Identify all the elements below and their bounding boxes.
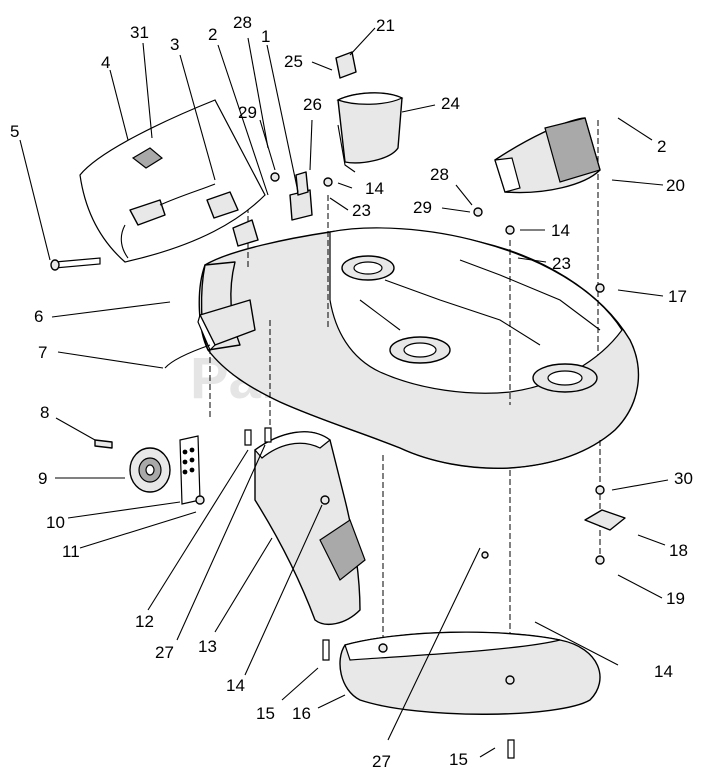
callout-23: 23 bbox=[352, 201, 371, 220]
deck-brackets bbox=[270, 171, 333, 221]
callout-17: 17 bbox=[668, 287, 687, 306]
callout-14: 14 bbox=[654, 662, 673, 681]
callout-30: 30 bbox=[674, 469, 693, 488]
callout-28: 28 bbox=[233, 13, 252, 32]
callout-29: 29 bbox=[413, 198, 432, 217]
callout-2: 2 bbox=[208, 25, 217, 44]
callout-9: 9 bbox=[38, 469, 47, 488]
right-fasteners bbox=[473, 207, 626, 565]
callout-14: 14 bbox=[365, 179, 384, 198]
lower-baffle bbox=[339, 551, 601, 715]
callout-15: 15 bbox=[256, 704, 275, 723]
leader-lines bbox=[19, 27, 669, 758]
side-discharge-chute bbox=[254, 431, 366, 626]
hex-bolts bbox=[244, 427, 515, 759]
callout-16: 16 bbox=[292, 704, 311, 723]
callout-28: 28 bbox=[430, 165, 449, 184]
callout-6: 6 bbox=[34, 307, 43, 326]
callout-5: 5 bbox=[10, 122, 19, 141]
callout-20: 20 bbox=[666, 176, 685, 195]
callout-23: 23 bbox=[552, 254, 571, 273]
callout-13: 13 bbox=[198, 637, 217, 656]
callout-14: 14 bbox=[551, 221, 570, 240]
callout-15: 15 bbox=[449, 750, 468, 769]
callout-31: 31 bbox=[130, 23, 149, 42]
callout-27: 27 bbox=[155, 643, 174, 662]
callout-12: 12 bbox=[135, 612, 154, 631]
deflector-shield bbox=[79, 99, 266, 263]
callout-14: 14 bbox=[226, 676, 245, 695]
callout-26: 26 bbox=[303, 95, 322, 114]
callout-8: 8 bbox=[40, 403, 49, 422]
height-adjust-bracket bbox=[164, 299, 256, 369]
callout-10: 10 bbox=[46, 513, 65, 532]
callout-21: 21 bbox=[376, 16, 395, 35]
callout-4: 4 bbox=[101, 53, 110, 72]
callout-7: 7 bbox=[38, 343, 47, 362]
callout-25: 25 bbox=[284, 52, 303, 71]
gauge-wheel-assembly bbox=[94, 435, 205, 505]
callout-18: 18 bbox=[669, 541, 688, 560]
callout-27: 27 bbox=[372, 752, 391, 771]
callout-29: 29 bbox=[238, 103, 257, 122]
callout-1: 1 bbox=[261, 27, 270, 46]
callout-2: 2 bbox=[657, 137, 666, 156]
callout-3: 3 bbox=[170, 35, 179, 54]
callout-19: 19 bbox=[666, 589, 685, 608]
callout-labels: 31 3 2 28 1 21 4 25 24 5 29 26 2 14 28 2… bbox=[10, 13, 693, 771]
discharge-chute-upper bbox=[335, 51, 404, 173]
callout-11: 11 bbox=[62, 542, 80, 561]
callout-24: 24 bbox=[441, 94, 460, 113]
rear-discharge-cover bbox=[494, 117, 601, 194]
carriage-bolt bbox=[50, 257, 101, 271]
